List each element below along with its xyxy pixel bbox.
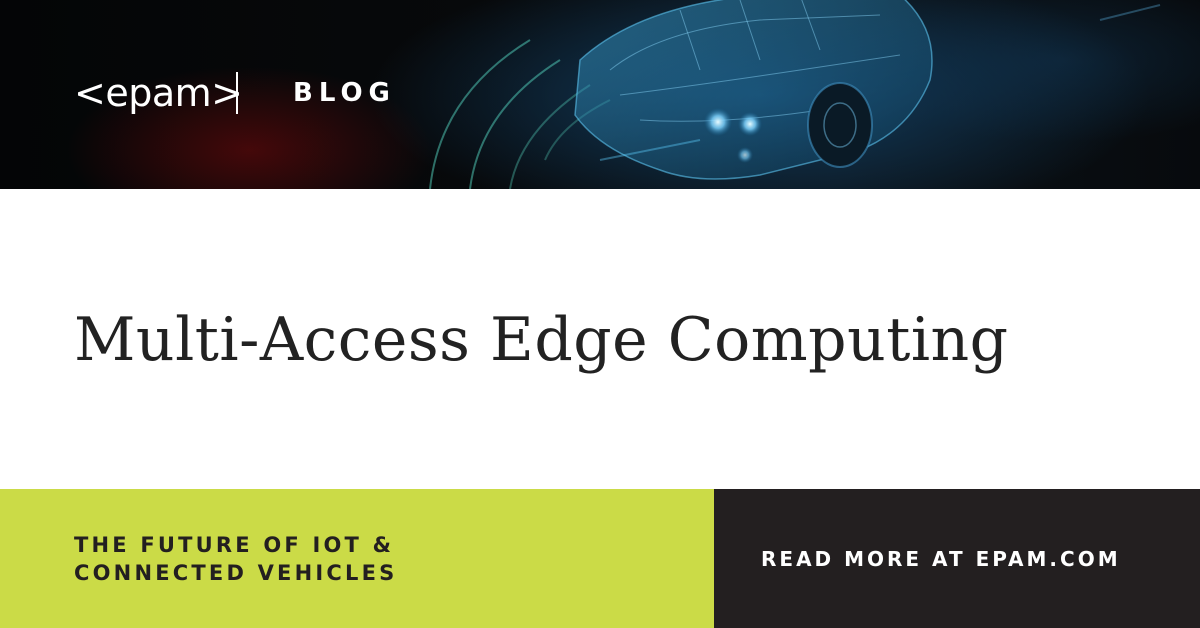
tagline-line-2: CONNECTED VEHICLES xyxy=(74,561,398,585)
cta-panel[interactable] xyxy=(714,489,1200,628)
tagline-line-1: THE FUTURE OF IOT & xyxy=(74,533,395,557)
connected-car-image xyxy=(429,0,1161,189)
header-divider xyxy=(236,72,238,114)
tagline-panel xyxy=(0,489,714,628)
read-more-link[interactable]: READ MORE AT EPAM.COM xyxy=(761,547,1121,571)
page-title: Multi-Access Edge Computing xyxy=(74,305,1009,375)
blog-label[interactable]: BLOG xyxy=(293,78,396,108)
header-banner: <epam> BLOG xyxy=(0,0,1200,189)
tagline: THE FUTURE OF IOT & CONNECTED VEHICLES xyxy=(74,531,397,587)
epam-logo[interactable]: <epam> xyxy=(74,71,243,115)
